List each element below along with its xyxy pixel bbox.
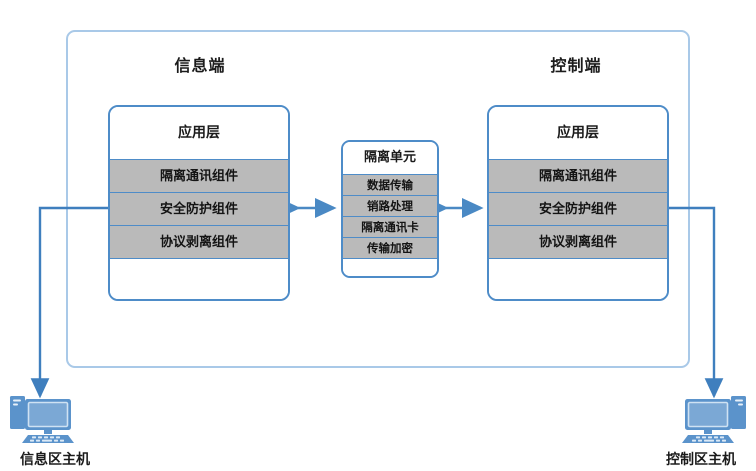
- panel-row-channel-processing[interactable]: 销路处理: [343, 195, 437, 216]
- panel-header-application-layer-left: 应用层: [110, 107, 288, 159]
- zone-title-information-side: 信息端: [174, 56, 226, 75]
- panel-footer-left: [110, 258, 288, 299]
- panel-isolation-unit[interactable]: 隔离单元 数据传输 销路处理 隔离通讯卡 传输加密: [341, 140, 439, 278]
- outer-boundary-frame: [66, 30, 690, 368]
- panel-footer-right: [489, 258, 667, 299]
- panel-row-protocol-stripping-left[interactable]: 协议剥离组件: [110, 225, 288, 258]
- panel-information-side[interactable]: 应用层 隔离通讯组件 安全防护组件 协议剥离组件: [108, 105, 290, 301]
- panel-row-isolation-comm-card[interactable]: 隔离通讯卡: [343, 216, 437, 237]
- zone-title-control-side: 控制端: [550, 56, 602, 75]
- panel-footer-isolation: [343, 258, 437, 276]
- panel-row-security-protection-right[interactable]: 安全防护组件: [489, 192, 667, 225]
- panel-row-security-protection-left[interactable]: 安全防护组件: [110, 192, 288, 225]
- panel-row-data-transfer[interactable]: 数据传输: [343, 174, 437, 195]
- panel-row-isolation-comm-left[interactable]: 隔离通讯组件: [110, 159, 288, 192]
- panel-row-transmission-encryption[interactable]: 传输加密: [343, 237, 437, 258]
- panel-row-protocol-stripping-right[interactable]: 协议剥离组件: [489, 225, 667, 258]
- panel-row-isolation-comm-right[interactable]: 隔离通讯组件: [489, 159, 667, 192]
- desktop-computer-icon: [10, 396, 74, 443]
- panel-header-application-layer-right: 应用层: [489, 107, 667, 159]
- panel-header-isolation-unit: 隔离单元: [343, 142, 437, 174]
- panel-control-side[interactable]: 应用层 隔离通讯组件 安全防护组件 协议剥离组件: [487, 105, 669, 301]
- host-label-information-host: 信息区主机: [20, 452, 90, 468]
- host-label-control-host: 控制区主机: [666, 452, 736, 468]
- desktop-computer-icon: [682, 396, 746, 443]
